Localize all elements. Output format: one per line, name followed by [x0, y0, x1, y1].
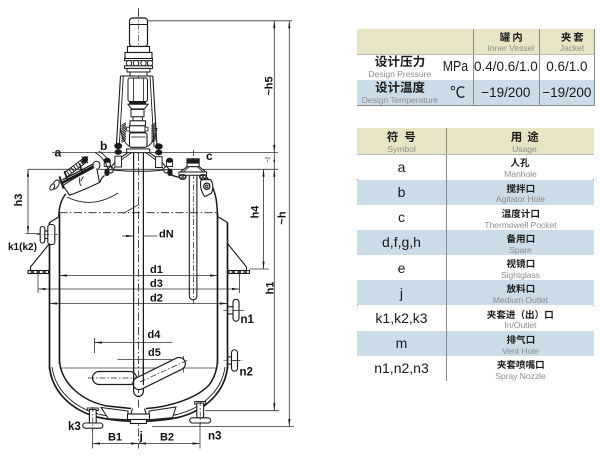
svg-text:B2: B2: [160, 432, 174, 444]
svg-text:d1: d1: [150, 264, 163, 276]
svg-text:~2: ~2: [266, 156, 272, 162]
svg-text:a: a: [55, 146, 62, 160]
svg-text:d4: d4: [148, 329, 162, 341]
svg-text:d2: d2: [150, 293, 163, 305]
svg-text:h4: h4: [250, 205, 262, 219]
svg-text:B1: B1: [108, 432, 122, 444]
svg-text:h1: h1: [265, 282, 277, 295]
svg-text:c: c: [206, 149, 213, 163]
svg-text:n3: n3: [208, 431, 221, 443]
svg-text:~h: ~h: [277, 211, 289, 224]
svg-text:h3: h3: [13, 194, 25, 207]
svg-text:k3: k3: [68, 421, 81, 433]
svg-text:~h5: ~h5: [264, 76, 276, 95]
svg-text:k1(k2): k1(k2): [8, 242, 37, 253]
svg-text:d5: d5: [148, 347, 161, 359]
svg-text:n1: n1: [241, 314, 255, 326]
svg-text:b: b: [100, 139, 107, 153]
svg-text:j: j: [139, 429, 143, 443]
svg-text:n2: n2: [240, 367, 253, 379]
svg-text:d3: d3: [150, 278, 163, 290]
svg-text:dN: dN: [159, 229, 174, 241]
